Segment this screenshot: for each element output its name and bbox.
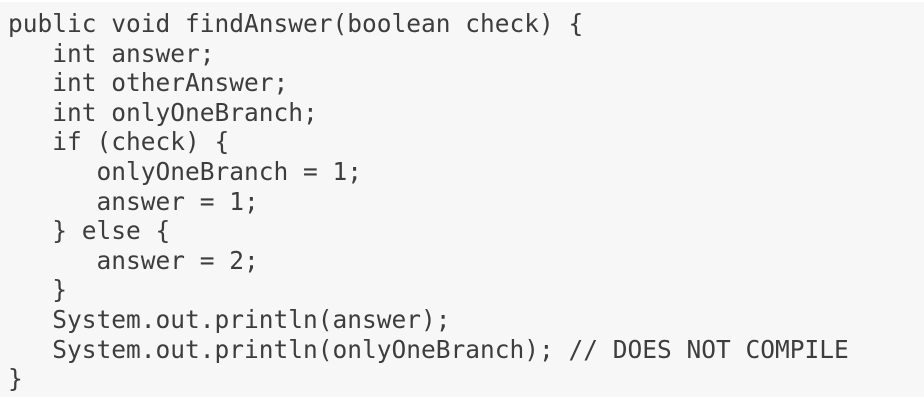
code-block: public void findAnswer(boolean check) { … — [0, 2, 924, 397]
code-line: int onlyOneBranch; — [8, 97, 318, 127]
code-line: if (check) { — [8, 127, 230, 157]
code-line: System.out.println(answer); — [8, 304, 451, 334]
code-line: onlyOneBranch = 1; — [8, 156, 363, 186]
code-line: } else { — [8, 216, 171, 246]
code-line: answer = 2; — [8, 245, 259, 275]
code-line: } — [8, 275, 68, 305]
code-line: int otherAnswer; — [8, 68, 289, 98]
code-line: answer = 1; — [8, 186, 259, 216]
code-line: public void findAnswer(boolean check) { — [8, 9, 584, 38]
code-line: System.out.println(onlyOneBranch); // DO… — [8, 334, 849, 364]
code-line: int answer; — [8, 38, 215, 68]
code-line: } — [8, 364, 23, 394]
